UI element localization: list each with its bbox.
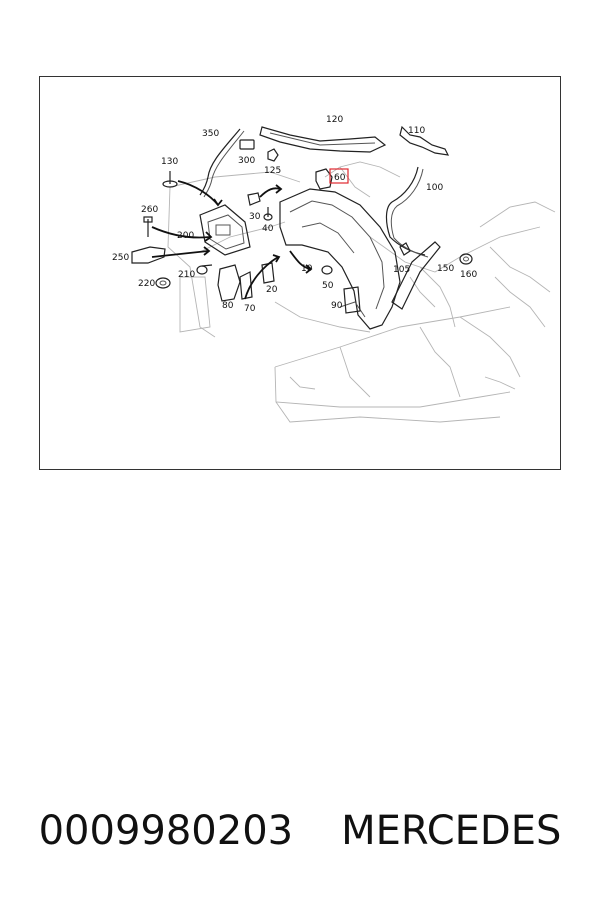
callout-200: 200 (177, 231, 194, 241)
exploded-view-drawing: 350 120 110 130 300 125 60 100 260 30 40… (112, 115, 556, 423)
part-150-pillar (391, 241, 441, 310)
callout-220: 220 (138, 279, 155, 289)
callout-80: 80 (222, 301, 234, 311)
part-200-module (199, 204, 251, 256)
callout-350: 350 (202, 129, 219, 139)
part-220-grommet (155, 277, 171, 289)
vehicle-body-outline (167, 161, 556, 423)
part-105-clip (399, 242, 411, 256)
callout-130: 130 (161, 157, 178, 167)
part-60-bracket (315, 168, 333, 190)
part-300-clip (239, 139, 255, 150)
part-10-wheel-arch-liner (279, 188, 401, 330)
part-210-plug (196, 264, 213, 275)
part-90-plate (343, 286, 361, 314)
callout-250: 250 (112, 253, 129, 263)
part-125-clip (267, 148, 279, 162)
part-250-bracket (131, 246, 166, 264)
callout-120: 120 (326, 115, 343, 125)
parts-diagram: 350 120 110 130 300 125 60 100 260 30 40… (39, 76, 561, 470)
callout-90: 90 (331, 301, 343, 311)
callout-50: 50 (322, 281, 334, 291)
part-100-seal (385, 166, 426, 256)
callout-40: 40 (262, 224, 274, 234)
callout-160: 160 (460, 270, 477, 280)
callout-30: 30 (249, 212, 261, 222)
part-260-bolt (143, 216, 153, 237)
callout-125: 125 (264, 166, 281, 176)
part-80-bracket (217, 264, 241, 302)
part-30-clip (247, 192, 261, 206)
part-120-rail (259, 126, 387, 153)
part-20-pad (261, 262, 275, 284)
part-110-bracket (399, 125, 450, 156)
callout-labels: 350 120 110 130 300 125 60 100 260 30 40… (112, 115, 477, 314)
callout-105: 105 (393, 265, 410, 275)
callout-20: 20 (266, 285, 278, 295)
part-number: 0009980203 (38, 808, 294, 854)
callout-300: 300 (238, 156, 255, 166)
callout-60: 60 (334, 173, 346, 183)
part-70-triangle (239, 271, 253, 300)
callout-260: 260 (141, 205, 158, 215)
part-40-screw (263, 207, 273, 221)
callout-60-highlight (329, 168, 349, 184)
callout-210: 210 (178, 270, 195, 280)
assembly-arrows (151, 180, 313, 300)
callout-110: 110 (408, 126, 425, 136)
callout-100: 100 (426, 183, 443, 193)
part-caption: 0009980203 MERCEDES (0, 796, 600, 866)
part-130-bolt (162, 171, 178, 188)
callout-70: 70 (244, 304, 256, 314)
callout-150: 150 (437, 264, 454, 274)
callout-10: 10 (301, 264, 313, 274)
part-50-grommet (321, 265, 333, 275)
brand-name: MERCEDES (341, 808, 562, 854)
part-160-grommet (459, 253, 473, 265)
